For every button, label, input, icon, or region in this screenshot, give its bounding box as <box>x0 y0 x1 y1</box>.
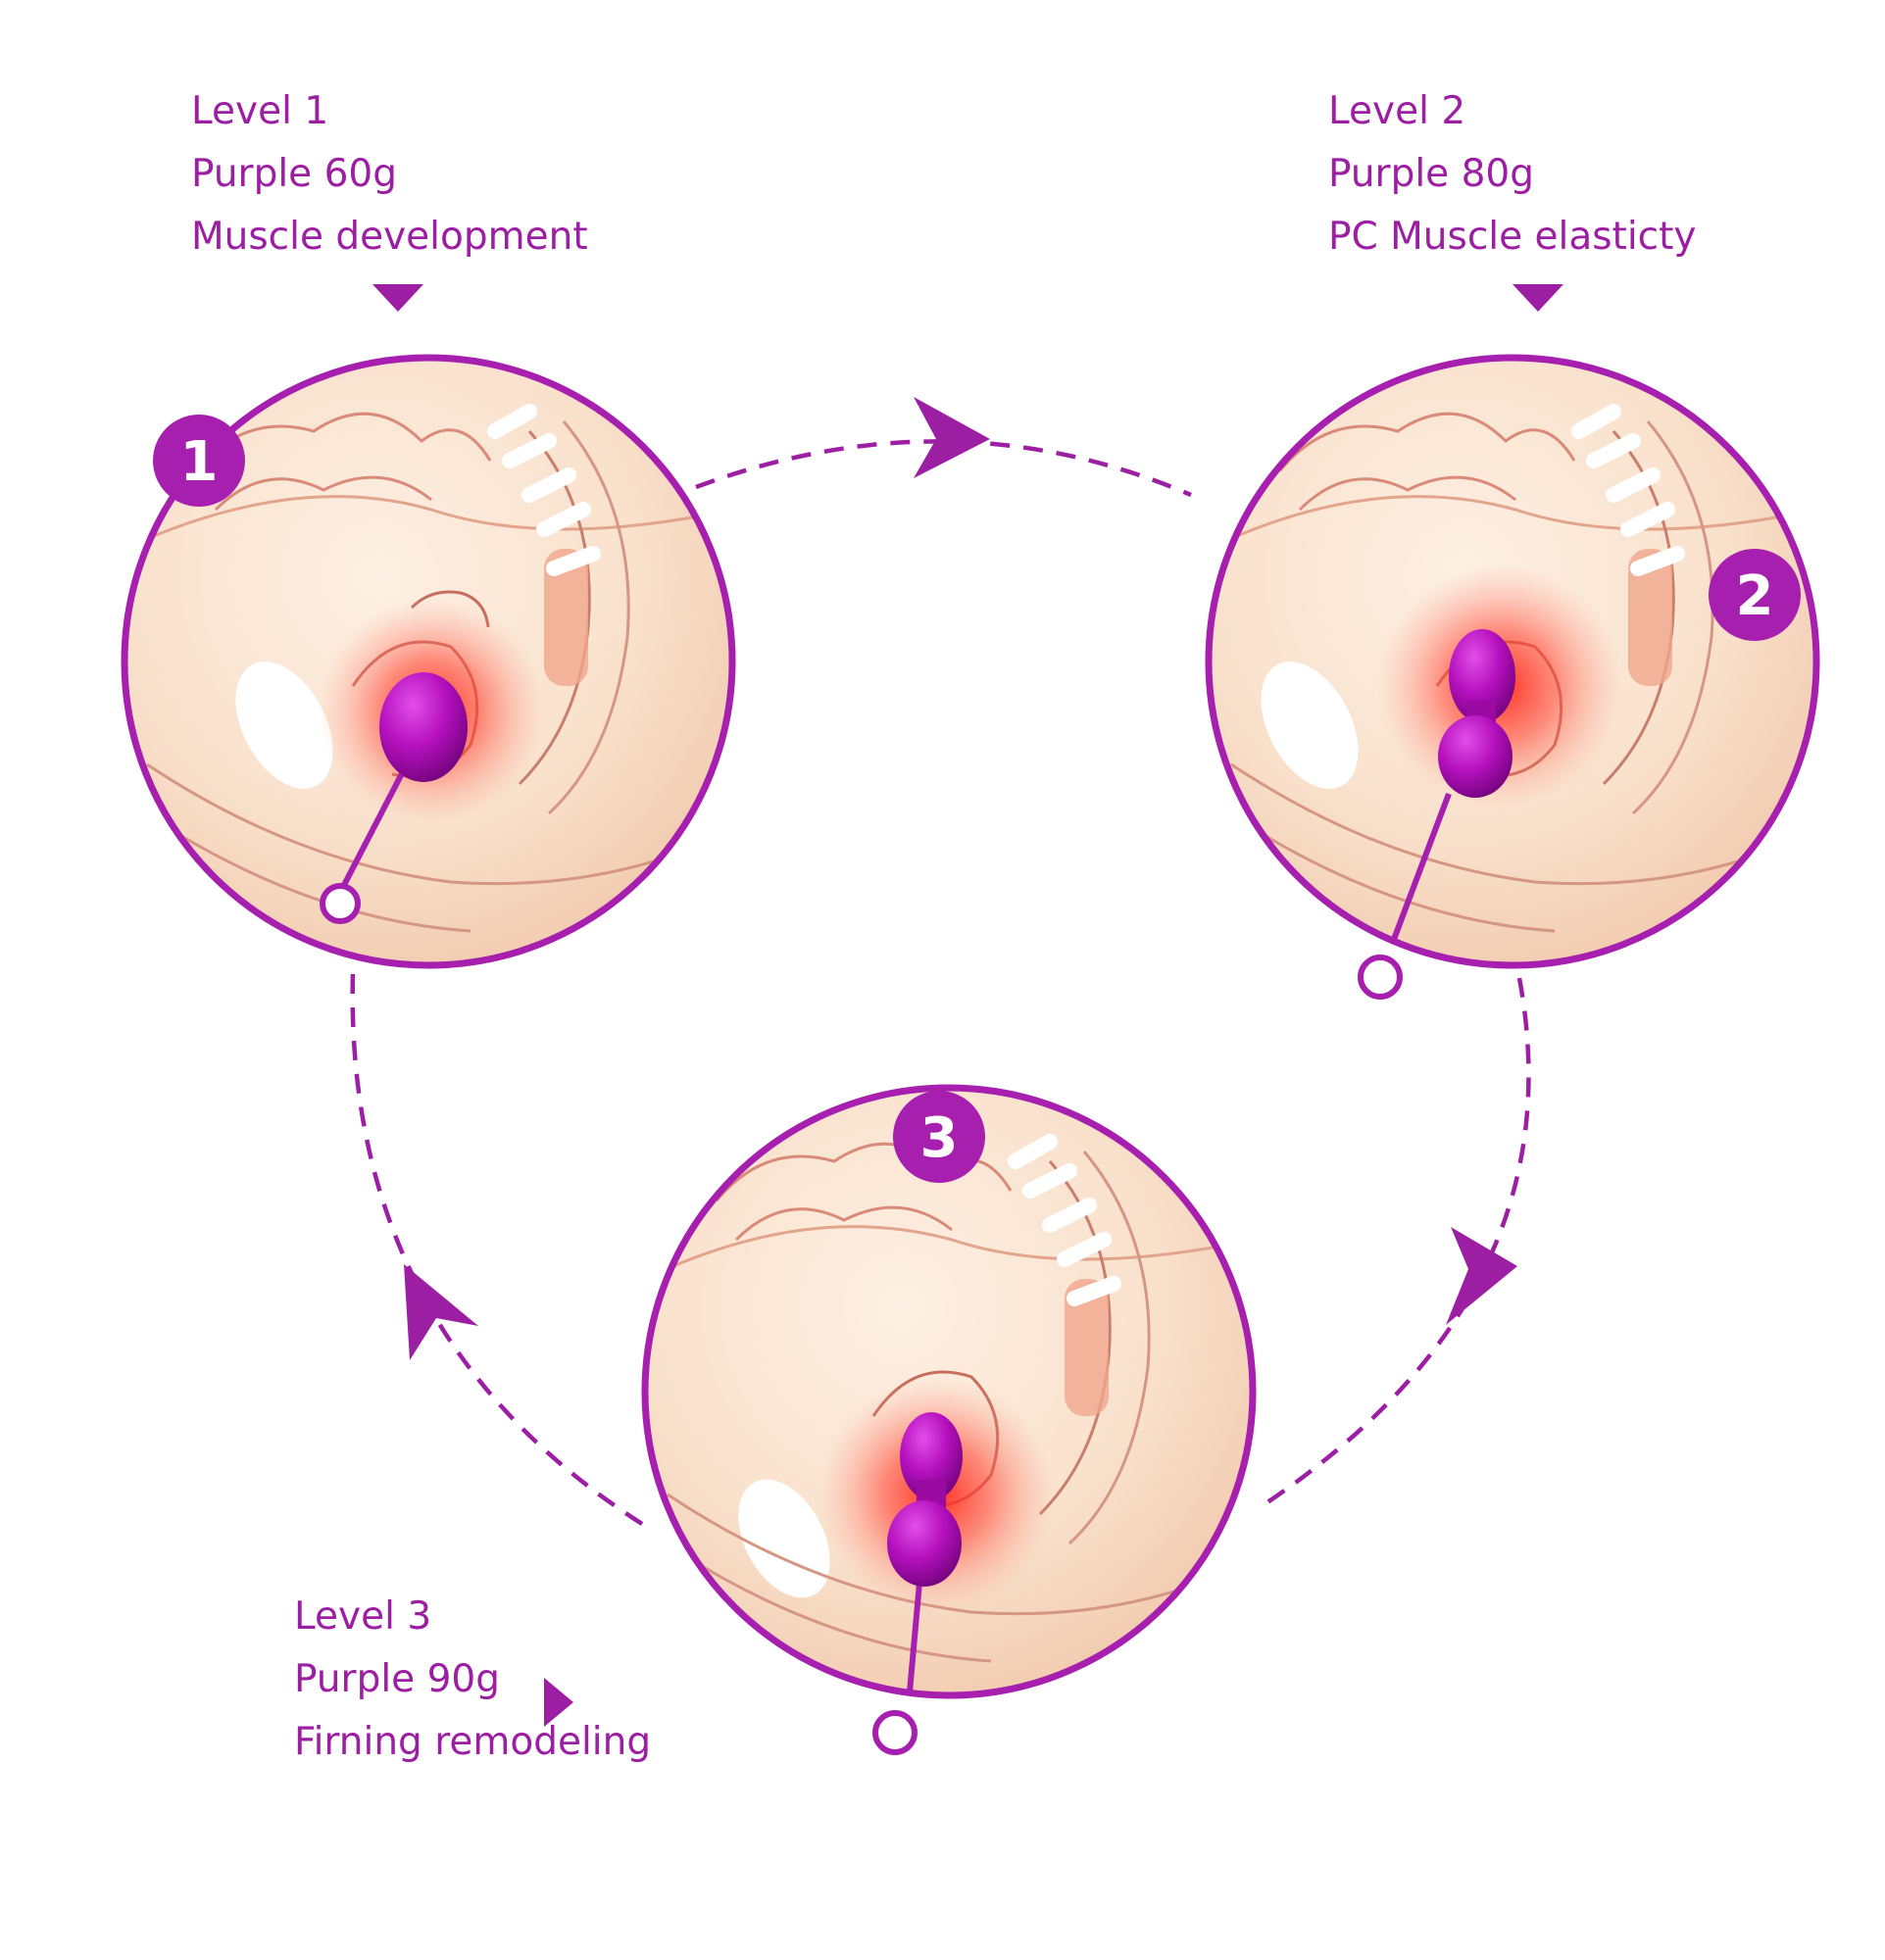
level-benefit: Muscle development <box>191 215 588 259</box>
label-level-3: Level 3 Purple 90g Firning remodeling <box>294 1586 651 1774</box>
illustration-level-2 <box>1205 354 1820 1000</box>
flow-arrow-right <box>914 397 990 478</box>
flow-arc-1-to-2 <box>695 439 1192 498</box>
badge-level-2: 2 <box>1709 549 1801 641</box>
badge-level-1: 1 <box>153 415 245 507</box>
label-level-2: Level 2 Purple 80g PC Muscle elasticty <box>1328 80 1697 269</box>
level-benefit: Firning remodeling <box>294 1720 652 1764</box>
level-weight: Purple 60g <box>191 152 397 196</box>
flow-arc-3-to-1 <box>350 971 644 1526</box>
pointer-triangle-level-2 <box>1513 284 1563 312</box>
badge-number: 1 <box>180 430 219 494</box>
badge-number: 2 <box>1736 564 1774 628</box>
flow-arc-2-to-3 <box>1263 977 1531 1506</box>
level-weight: Purple 80g <box>1328 152 1534 196</box>
illustration-level-3 <box>641 1084 1257 1755</box>
level-benefit: PC Muscle elasticty <box>1328 215 1697 259</box>
label-level-1: Level 1 Purple 60g Muscle development <box>191 80 588 269</box>
pointer-triangle-level-1 <box>372 284 423 312</box>
illustration-level-1 <box>121 354 736 969</box>
badge-level-3: 3 <box>893 1091 985 1183</box>
badge-number: 3 <box>920 1106 959 1170</box>
pointer-triangle-level-3 <box>544 1678 573 1727</box>
level-weight: Purple 90g <box>294 1657 500 1701</box>
flow-arrow-up <box>404 1264 478 1360</box>
flow-arrow-down <box>1446 1227 1517 1325</box>
level-title: Level 1 <box>191 89 329 133</box>
level-title: Level 3 <box>294 1594 432 1639</box>
level-title: Level 2 <box>1328 89 1466 133</box>
